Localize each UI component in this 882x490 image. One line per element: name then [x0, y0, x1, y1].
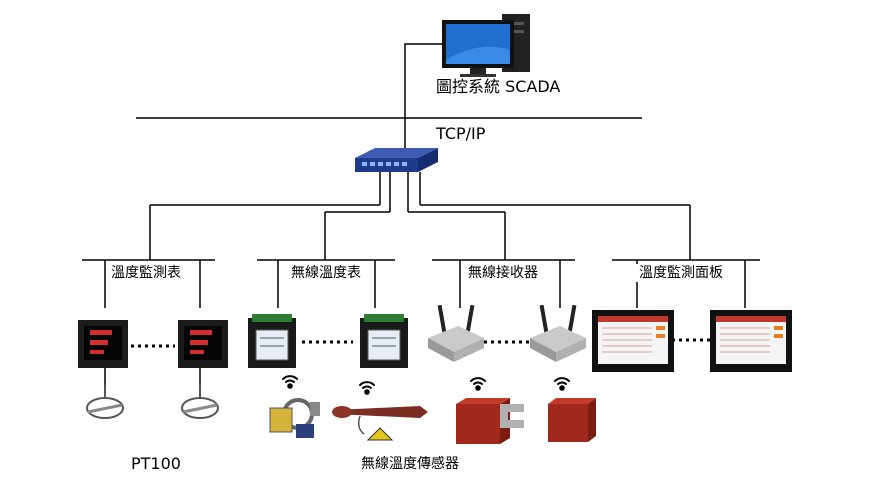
group-label-wireless-meter: 無線溫度表	[288, 264, 364, 282]
wireless-sensor-label: 無線溫度傳感器	[358, 455, 462, 473]
wireless-sensor-red-block-icon-2	[548, 398, 596, 442]
wireless-meter-icon-2	[360, 314, 408, 368]
wireless-sensor-red-block-icon-1	[456, 398, 524, 444]
monitoring-panel-icon-2	[710, 310, 792, 372]
wireless-sensor-clamp-icon	[269, 398, 320, 438]
temperature-meter-icon-1	[78, 320, 128, 368]
pt100-label: PT100	[128, 455, 184, 473]
wireless-receiver-icon-2	[530, 304, 586, 362]
monitoring-panel-icon-1	[592, 310, 674, 372]
wireless-meter-icon-1	[248, 314, 296, 368]
network-switch-icon	[355, 148, 438, 172]
wifi-icon-1	[282, 375, 298, 389]
connector-lines	[82, 43, 760, 385]
dotted-connectors	[131, 338, 712, 348]
temperature-meter-icon-2	[178, 320, 228, 368]
tcpip-label: TCP/IP	[433, 125, 489, 143]
scada-label: 圖控系統 SCADA	[433, 78, 564, 96]
wifi-icon-4	[554, 377, 570, 391]
pt100-probe-icon-1	[86, 385, 124, 419]
wireless-sensor-probe-icon	[332, 406, 428, 441]
pt100-probe-icon-2	[181, 385, 219, 419]
group-label-wireless-receiver: 無線接收器	[465, 264, 541, 282]
scada-computer-icon	[442, 14, 530, 77]
wireless-receiver-icon-1	[428, 304, 484, 362]
wifi-icon-2	[359, 381, 375, 395]
group-label-temperature-meter: 溫度監測表	[108, 264, 184, 282]
wifi-icon-3	[470, 377, 486, 391]
group-label-monitoring-panel: 溫度監測面板	[636, 264, 726, 282]
